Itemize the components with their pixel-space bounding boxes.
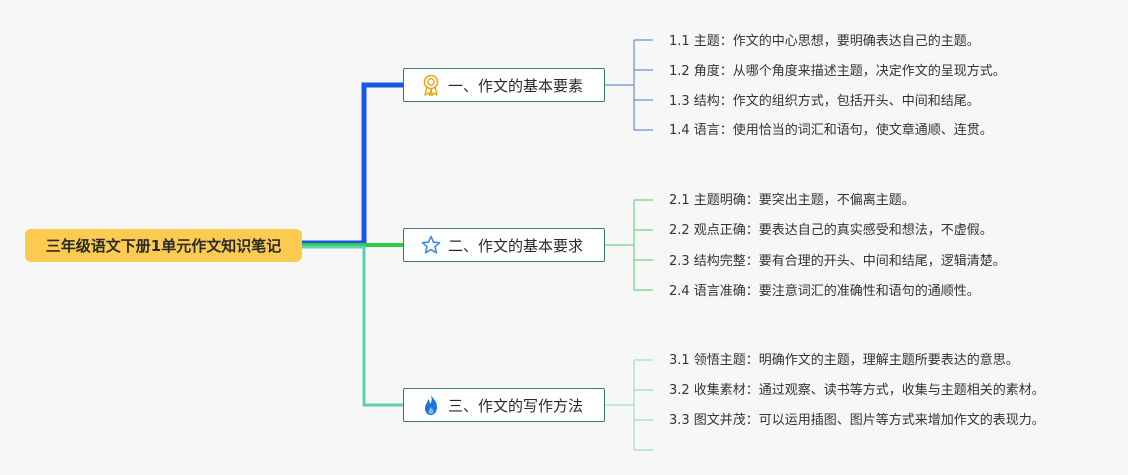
leaf-2-3: 2.3 结构完整：要有合理的开头、中间和结尾，逻辑清楚。 (669, 254, 1006, 269)
star-outline-icon (420, 234, 442, 256)
branch-node-2: 二、作文的基本要求 (403, 228, 605, 262)
award-ribbon-icon (420, 74, 442, 96)
leaf-1-2: 1.2 角度：从哪个角度来描述主题，决定作文的呈现方式。 (669, 64, 1006, 79)
connector-root-branch-3 (302, 245, 403, 407)
root-label: 三年级语文下册1单元作文知识笔记 (45, 237, 282, 255)
leaf-3-1: 3.1 领悟主题：明确作文的主题，理解主题所要表达的意思。 (669, 353, 1019, 368)
leaf-1-3: 1.3 结构：作文的组织方式，包括开头、中间和结尾。 (669, 94, 980, 109)
leaf-2-2: 2.2 观点正确：要表达自己的真实感受和想法，不虚假。 (669, 223, 993, 238)
branch-node-1: 一、作文的基本要素 (403, 68, 605, 102)
flame-icon (420, 394, 442, 416)
leaf-1-1: 1.1 主题：作文的中心思想，要明确表达自己的主题。 (669, 34, 980, 49)
leaf-1-4: 1.4 语言：使用恰当的词汇和语句，使文章通顺、连贯。 (669, 123, 993, 138)
branch-label-1: 一、作文的基本要素 (448, 76, 584, 95)
connector-group-branch-3 (605, 359, 653, 451)
leaf-3-3: 3.3 图文并茂：可以运用插图、图片等方式来增加作文的表现力。 (669, 413, 1045, 428)
leaf-3-2: 3.2 收集素材：通过观察、读书等方式，收集与主题相关的素材。 (669, 383, 1045, 398)
connector-group-branch-1 (605, 39, 653, 131)
branch-label-2: 二、作文的基本要求 (448, 236, 584, 255)
leaf-2-4: 2.4 语言准确：要注意词汇的准确性和语句的通顺性。 (669, 284, 980, 299)
branch-node-3: 三、作文的写作方法 (403, 388, 605, 422)
branch-label-3: 三、作文的写作方法 (448, 396, 584, 415)
leaf-2-1: 2.1 主题明确：要突出主题，不偏离主题。 (669, 193, 915, 208)
connector-group-branch-2 (605, 199, 653, 291)
root-node: 三年级语文下册1单元作文知识笔记 (25, 229, 302, 262)
connector-root-branch-1 (302, 82, 403, 246)
